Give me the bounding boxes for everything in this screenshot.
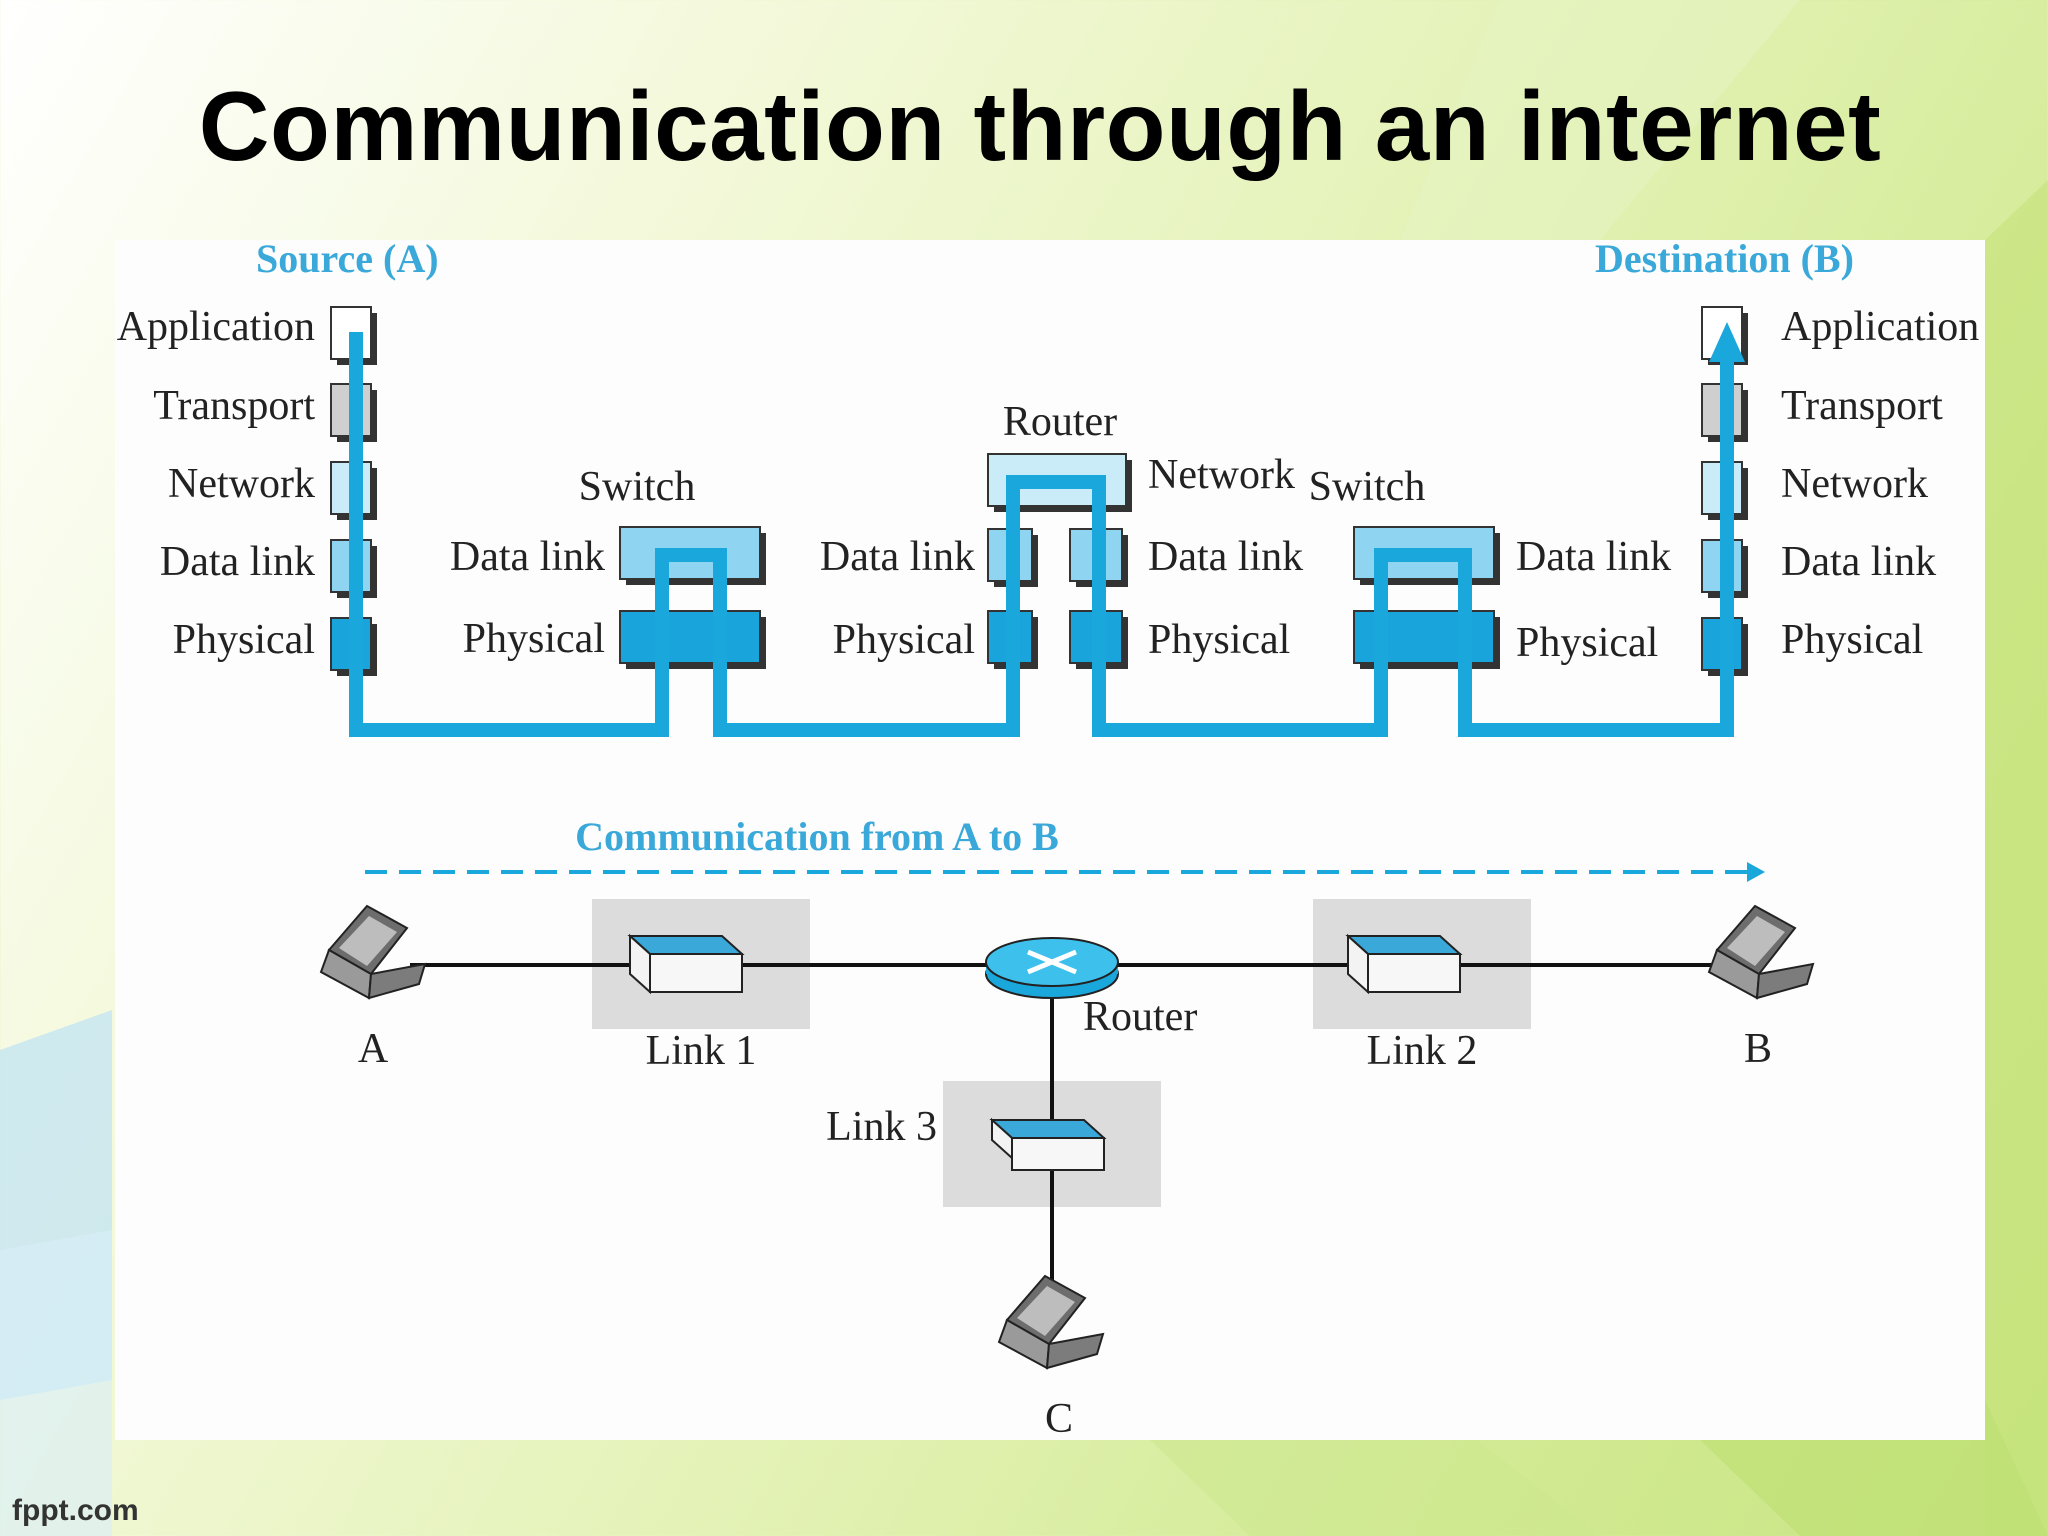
source-layer-physical: Physical xyxy=(173,617,315,663)
source-layer-application: Application xyxy=(117,304,315,350)
footer-watermark: fppt.com xyxy=(12,1494,139,1527)
dest-layer-datalink: Data link xyxy=(1781,539,1936,585)
switch-2-stack: Switch Data link Physical xyxy=(1309,464,1671,669)
flow-arrowhead xyxy=(1747,862,1765,882)
source-layer-network: Network xyxy=(168,461,315,507)
switch-icon xyxy=(1345,933,1463,995)
laptop-icon xyxy=(319,904,427,1000)
network-diagram: Source (A) Destination (B) Application T… xyxy=(117,240,1980,1440)
source-heading: Source (A) xyxy=(256,240,439,281)
diagram-panel: Source (A) Destination (B) Application T… xyxy=(115,240,1985,1440)
router-right-datalink-label: Data link xyxy=(1148,534,1303,580)
switch-icon xyxy=(627,933,745,995)
source-layer-datalink: Data link xyxy=(160,539,315,585)
link-2-label: Link 2 xyxy=(1367,1028,1478,1074)
router-stack: Router Network Data link Physical Data l… xyxy=(820,399,1303,669)
router-left-physical-label: Physical xyxy=(833,617,975,663)
slide-title: Communication through an internet xyxy=(198,71,1882,181)
switch-2-datalink-label: Data link xyxy=(1516,534,1671,580)
link-3-label: Link 3 xyxy=(826,1104,937,1150)
switch-1-physical-label: Physical xyxy=(463,616,605,662)
router-right-physical-label: Physical xyxy=(1148,617,1290,663)
router-icon xyxy=(985,937,1119,999)
source-layer-transport: Transport xyxy=(153,383,315,429)
destination-arrowhead xyxy=(1709,322,1745,362)
node-c-label: C xyxy=(1045,1396,1073,1440)
switch-2-label: Switch xyxy=(1309,464,1426,510)
destination-heading: Destination (B) xyxy=(1595,240,1854,281)
dest-layer-transport: Transport xyxy=(1781,383,1943,429)
dest-layer-network: Network xyxy=(1781,461,1928,507)
communication-path xyxy=(349,332,1734,737)
router-label: Router xyxy=(1083,994,1197,1040)
router-left-datalink-label: Data link xyxy=(820,534,975,580)
switch-2-physical-label: Physical xyxy=(1516,620,1658,666)
switch-1-datalink-label: Data link xyxy=(450,534,605,580)
dest-layer-application: Application xyxy=(1781,304,1979,350)
node-a-label: A xyxy=(358,1026,389,1072)
dest-layer-physical: Physical xyxy=(1781,617,1923,663)
router-stack-label: Router xyxy=(1003,399,1117,445)
laptop-icon xyxy=(1707,904,1815,1000)
flow-label: Communication from A to B xyxy=(575,814,1059,859)
router-network-label: Network xyxy=(1148,452,1295,498)
switch-1-stack: Switch Data link Physical xyxy=(450,464,766,669)
source-stack: Application Transport Network Data link … xyxy=(117,304,377,676)
laptop-icon xyxy=(997,1274,1105,1370)
link-1-label: Link 1 xyxy=(646,1028,757,1074)
switch-1-label: Switch xyxy=(579,464,696,510)
switch-icon xyxy=(989,1117,1107,1171)
node-b-label: B xyxy=(1744,1026,1772,1072)
